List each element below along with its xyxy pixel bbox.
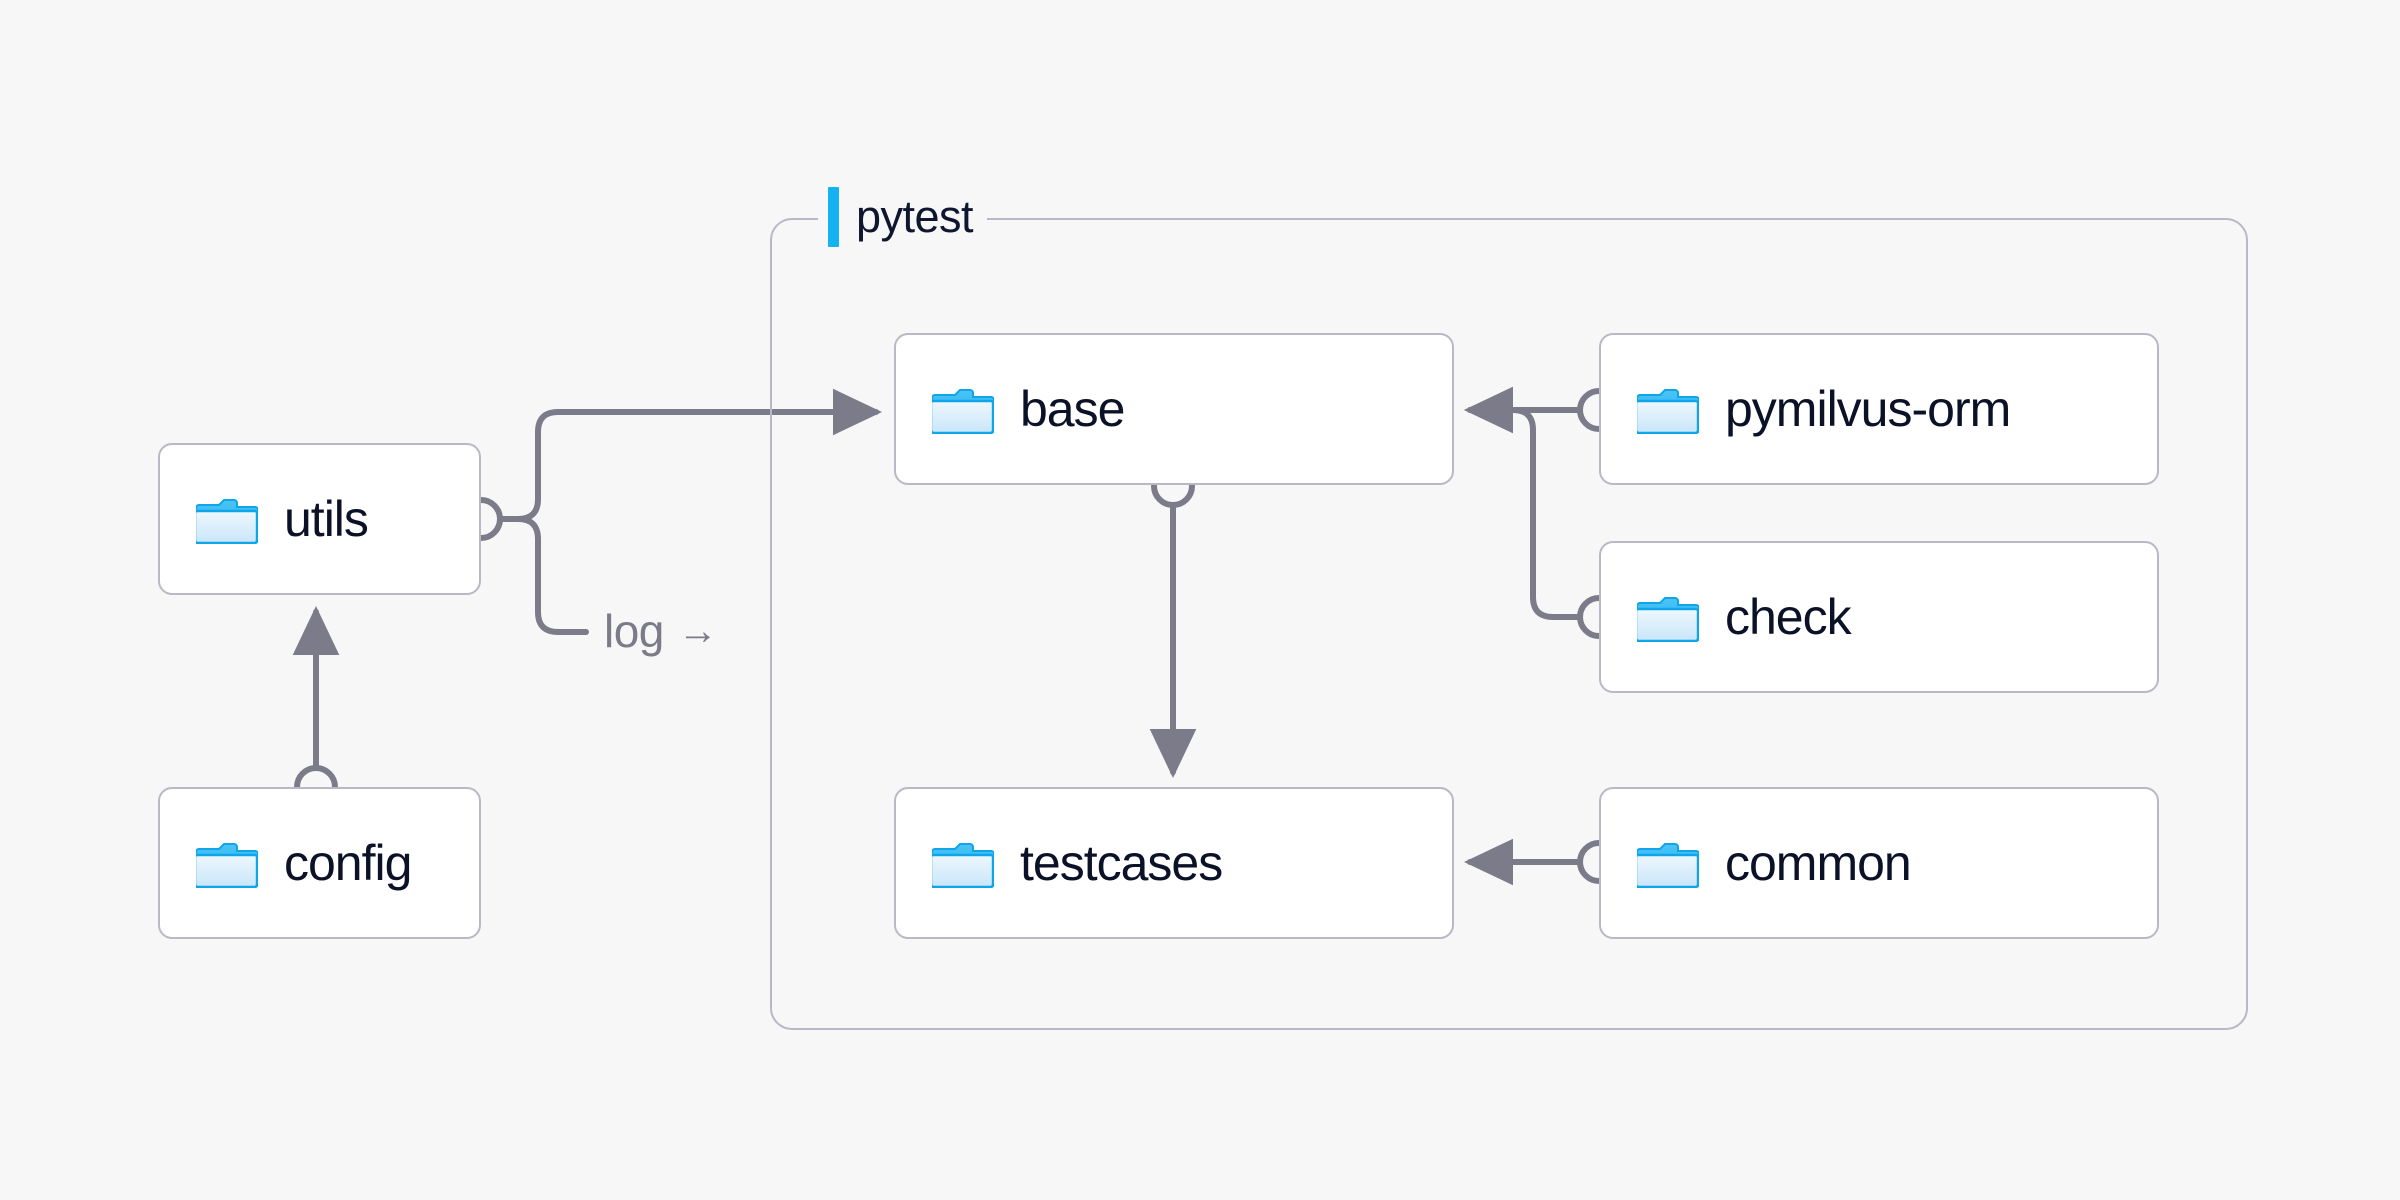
node-utils-content: utils bbox=[160, 491, 369, 547]
node-check-label: check bbox=[1725, 589, 1852, 645]
group-accent-bar bbox=[828, 187, 839, 247]
node-check-content: check bbox=[1601, 589, 1852, 645]
folder-icon bbox=[1637, 389, 1699, 434]
edge-utils-log bbox=[497, 516, 589, 635]
folder-icon bbox=[196, 843, 258, 888]
folder-icon bbox=[1637, 843, 1699, 888]
group-label-pytest: pytest bbox=[818, 186, 988, 248]
node-common-content: common bbox=[1601, 835, 1912, 891]
node-pymilvus-orm-content: pymilvus-orm bbox=[1601, 381, 2011, 437]
node-base-label: base bbox=[1020, 381, 1125, 437]
node-base[interactable]: base bbox=[894, 333, 1454, 485]
folder-icon bbox=[932, 389, 994, 434]
node-common-label: common bbox=[1725, 835, 1912, 891]
node-config-label: config bbox=[284, 835, 412, 891]
node-config[interactable]: config bbox=[158, 787, 481, 939]
folder-icon bbox=[1637, 597, 1699, 642]
node-utils-label: utils bbox=[284, 491, 369, 547]
folder-icon bbox=[196, 499, 258, 544]
group-container-pytest bbox=[770, 218, 2248, 1030]
node-base-content: base bbox=[896, 381, 1125, 437]
node-pymilvus-orm-label: pymilvus-orm bbox=[1725, 381, 2011, 437]
node-utils[interactable]: utils bbox=[158, 443, 481, 595]
node-testcases-content: testcases bbox=[896, 835, 1223, 891]
group-label-text: pytest bbox=[856, 191, 974, 242]
edge-label-log: log → bbox=[604, 608, 718, 654]
node-config-content: config bbox=[160, 835, 412, 891]
edge-label-log-text: log bbox=[604, 605, 664, 657]
node-check[interactable]: check bbox=[1599, 541, 2159, 693]
arrow-right-icon: → bbox=[677, 609, 718, 653]
folder-icon bbox=[932, 843, 994, 888]
node-common[interactable]: common bbox=[1599, 787, 2159, 939]
node-testcases-label: testcases bbox=[1020, 835, 1223, 891]
node-testcases[interactable]: testcases bbox=[894, 787, 1454, 939]
node-pymilvus-orm[interactable]: pymilvus-orm bbox=[1599, 333, 2159, 485]
